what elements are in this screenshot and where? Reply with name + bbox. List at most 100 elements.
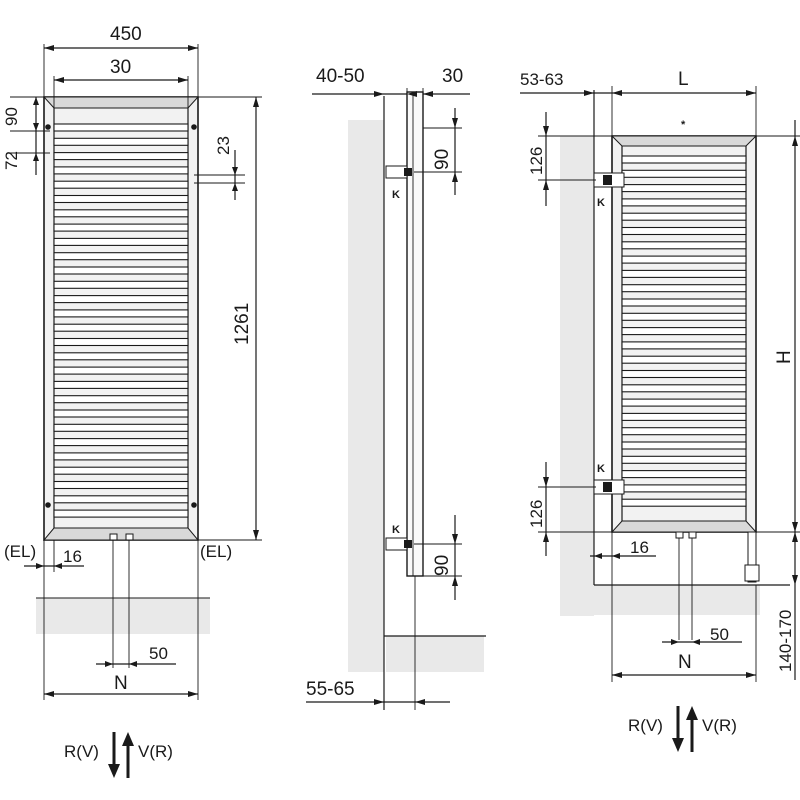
front-screw-tl	[45, 124, 51, 130]
front-arrow	[33, 97, 39, 105]
side-arrow	[374, 699, 384, 705]
front-arrow	[253, 530, 259, 540]
front-label-n: N	[114, 673, 128, 694]
back-legend-right: V(R)	[702, 716, 737, 735]
back-rung	[621, 412, 747, 421]
side-bracket-top-knob	[404, 168, 412, 176]
back-dim-floor: 140-170	[776, 610, 795, 672]
back-legend-left: R(V)	[628, 716, 663, 735]
back-arrow	[543, 477, 549, 487]
side-wall-shade	[348, 120, 384, 672]
back-arrow	[792, 575, 798, 585]
front-arrow	[54, 563, 62, 569]
side-view: K K 40-50 30 90 90 55-65	[306, 66, 486, 710]
front-rung	[53, 137, 189, 146]
side-arrow	[452, 172, 458, 182]
back-arrow	[543, 532, 549, 542]
back-rung	[621, 155, 747, 164]
side-bracket-bottom	[385, 537, 408, 551]
front-rung	[53, 237, 189, 246]
front-arrow	[54, 77, 64, 83]
front-arrow	[188, 45, 198, 51]
side-label-k-bottom: K	[392, 524, 400, 536]
side-radiator-profile	[406, 91, 424, 577]
back-arrow	[612, 553, 620, 559]
front-legend-left: R(V)	[64, 742, 99, 761]
front-rung	[53, 366, 189, 375]
back-dim-top-bracket: 126	[527, 147, 546, 175]
back-bracket-bottom-knob	[603, 482, 612, 492]
back-rung	[621, 169, 747, 178]
back-dim-length: L	[678, 69, 689, 90]
front-rung	[53, 395, 189, 404]
back-rung	[621, 355, 747, 364]
front-legend-arrow-up-head	[122, 732, 134, 746]
front-rung	[53, 423, 189, 432]
front-arrow	[33, 123, 39, 131]
back-wall-shade	[560, 136, 594, 616]
back-arrow	[543, 126, 549, 136]
front-rung	[53, 180, 189, 189]
back-dim-height: H	[774, 350, 795, 364]
back-arrow	[612, 90, 622, 96]
back-floor-shade	[594, 585, 760, 615]
front-rung	[53, 438, 189, 447]
back-dim-pipe: 50	[710, 625, 729, 644]
back-rung	[621, 184, 747, 193]
back-arrow	[792, 136, 798, 146]
front-arrow	[33, 153, 39, 161]
front-arrow	[178, 77, 188, 83]
back-arrow	[543, 180, 549, 190]
back-rung	[621, 384, 747, 393]
back-arrow	[792, 532, 798, 542]
back-rung	[621, 427, 747, 436]
front-rung	[53, 509, 189, 518]
front-dim-pipe: 50	[149, 644, 168, 663]
back-legend-arrow-down-head	[672, 738, 684, 752]
front-screw-tr	[191, 124, 197, 130]
back-rungs	[621, 155, 747, 507]
back-arrow	[692, 639, 700, 645]
back-valve-body	[747, 531, 757, 583]
front-dim-offset: 16	[63, 547, 82, 566]
front-rung	[53, 166, 189, 175]
back-label-n: N	[678, 652, 692, 673]
front-connector-right	[125, 533, 134, 541]
back-rung	[621, 298, 747, 307]
front-rung	[53, 409, 189, 418]
front-arrow	[188, 691, 198, 697]
side-dim-bottom-bracket: 90	[432, 555, 453, 576]
back-label-k-top: K	[597, 197, 605, 209]
back-arrow	[671, 639, 679, 645]
back-rung	[621, 455, 747, 464]
back-arrow	[792, 522, 798, 532]
back-arrow	[746, 90, 756, 96]
front-label-el-left: (EL)	[4, 542, 36, 561]
front-rung	[53, 266, 189, 275]
front-rung	[53, 380, 189, 389]
back-arrow	[584, 90, 594, 96]
front-rungs	[53, 123, 189, 518]
back-rung	[621, 498, 747, 507]
back-arrow	[612, 672, 622, 678]
front-rung	[53, 309, 189, 318]
side-label-k-top: K	[392, 189, 400, 201]
front-arrow	[44, 45, 54, 51]
front-rung	[53, 295, 189, 304]
side-arrow	[452, 118, 458, 128]
back-connector-left	[675, 531, 684, 539]
side-dim-top-bracket: 90	[432, 149, 453, 170]
back-rung	[621, 312, 747, 321]
front-rung	[53, 123, 189, 132]
side-bracket-top	[385, 165, 408, 179]
front-rung	[53, 152, 189, 161]
back-rung	[621, 255, 747, 264]
back-rung	[621, 441, 747, 450]
front-arrow	[253, 97, 259, 107]
back-rung	[621, 470, 747, 479]
front-floor-shade	[36, 598, 210, 634]
front-arrow	[105, 661, 113, 667]
front-arrow	[44, 691, 54, 697]
side-arrow	[423, 91, 433, 97]
